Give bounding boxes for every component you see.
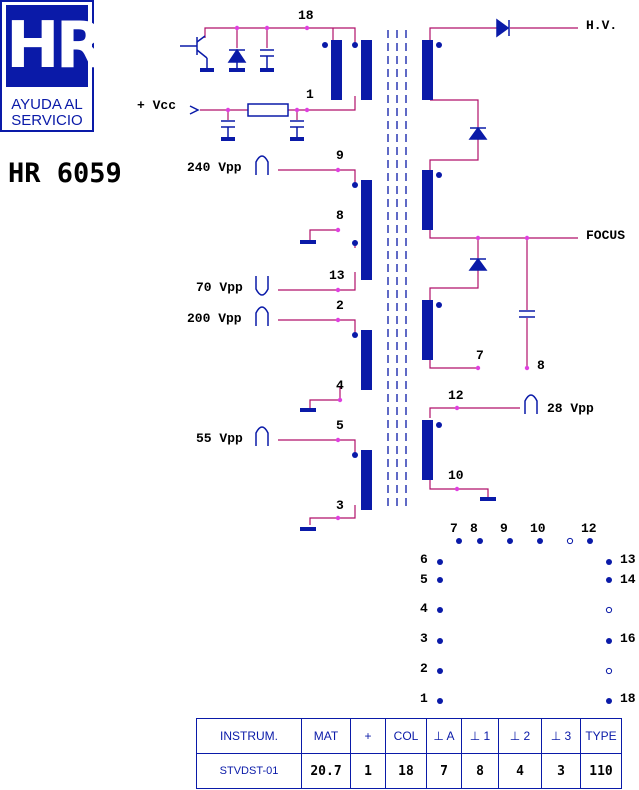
pinout-top-12: 12 bbox=[581, 521, 597, 536]
winding-primary-1 bbox=[331, 40, 342, 100]
logo-tagline-2: SERVICIO bbox=[11, 112, 83, 129]
model-title: HR 6059 bbox=[8, 158, 122, 189]
pinout-right-14: 14 bbox=[620, 572, 636, 587]
vcc-label: + Vcc bbox=[137, 98, 176, 113]
spec-value-ground-2: 4 bbox=[498, 753, 542, 789]
transformer-core bbox=[387, 30, 407, 510]
spec-value-ground-a: 7 bbox=[426, 753, 462, 789]
hv-label: H.V. bbox=[586, 18, 617, 33]
winding-hv-3 bbox=[422, 300, 433, 360]
winding-5-3 bbox=[361, 450, 372, 510]
flyback-schematic: 18 1 + Vcc H.V. FOCUS 240 Vpp 70 Vpp 200… bbox=[137, 8, 636, 706]
pin-8-label: 8 bbox=[336, 208, 344, 223]
windings bbox=[200, 40, 496, 531]
pin-2-label: 2 bbox=[336, 298, 344, 313]
spec-table-value-row: STVDST-01 20.7 1 18 7 8 4 3 110 bbox=[196, 753, 622, 789]
pulse-70-label: 70 Vpp bbox=[196, 280, 243, 295]
spec-header-plus: + bbox=[350, 718, 386, 754]
pulse-55-label: 55 Vpp bbox=[196, 431, 243, 446]
spec-table-header-row: INSTRUM. MAT + COL ⊥ A ⊥ 1 ⊥ 2 ⊥ 3 TYPE bbox=[196, 718, 622, 754]
pinout-left-1: 1 bbox=[420, 691, 428, 706]
winding-primary-2 bbox=[361, 40, 372, 100]
pinout-left-3: 3 bbox=[420, 631, 428, 646]
pinout-left-5: 5 bbox=[420, 572, 428, 587]
pin-5-label: 5 bbox=[336, 418, 344, 433]
winding-2-4 bbox=[361, 330, 372, 390]
spec-table: INSTRUM. MAT + COL ⊥ A ⊥ 1 ⊥ 2 ⊥ 3 TYPE … bbox=[196, 718, 622, 789]
spec-header-ground-a: ⊥ A bbox=[426, 718, 462, 754]
pin-10-label: 10 bbox=[448, 468, 464, 483]
pinout-top-10: 10 bbox=[530, 521, 546, 536]
spec-value-mat: 20.7 bbox=[301, 753, 351, 789]
pinout-top-8: 8 bbox=[470, 521, 478, 536]
pin-13-label: 13 bbox=[329, 268, 345, 283]
pinout-top-7: 7 bbox=[450, 521, 458, 536]
spec-value-plus: 1 bbox=[350, 753, 386, 789]
spec-header-ground-2: ⊥ 2 bbox=[498, 718, 542, 754]
spec-header-instrum: INSTRUM. bbox=[196, 718, 302, 754]
pin-8b-label: 8 bbox=[537, 358, 545, 373]
components bbox=[180, 18, 538, 446]
logo-tagline-1: AYUDA AL bbox=[11, 96, 83, 113]
pin-18-label: 18 bbox=[298, 8, 314, 23]
pin-3-label: 3 bbox=[336, 498, 344, 513]
spec-value-col: 18 bbox=[385, 753, 427, 789]
pinout-left-6: 6 bbox=[420, 552, 428, 567]
spec-value-type: 110 bbox=[580, 753, 622, 789]
winding-12-10 bbox=[422, 420, 433, 480]
logo: HR AYUDA AL SERVICIO bbox=[0, 0, 105, 132]
spec-value-ground-1: 8 bbox=[461, 753, 499, 789]
focus-label: FOCUS bbox=[586, 228, 625, 243]
pinout-right-16: 16 bbox=[620, 631, 636, 646]
pulse-28-label: 28 Vpp bbox=[547, 401, 594, 416]
junctions bbox=[225, 25, 530, 521]
spec-header-ground-3: ⊥ 3 bbox=[541, 718, 581, 754]
winding-hv-1 bbox=[422, 40, 433, 100]
pinout-right-18: 18 bbox=[620, 691, 636, 706]
spec-header-mat: MAT bbox=[301, 718, 351, 754]
pinout-right-13: 13 bbox=[620, 552, 636, 567]
pulse-200-label: 200 Vpp bbox=[187, 311, 242, 326]
pulse-240-label: 240 Vpp bbox=[187, 160, 242, 175]
spec-header-col: COL bbox=[385, 718, 427, 754]
winding-9-13 bbox=[361, 180, 372, 280]
spec-value-instrum: STVDST-01 bbox=[196, 753, 302, 789]
pin-9-label: 9 bbox=[336, 148, 344, 163]
spec-value-ground-3: 3 bbox=[541, 753, 581, 789]
pin-4-label: 4 bbox=[336, 378, 344, 393]
pin-12-label: 12 bbox=[448, 388, 464, 403]
pinout-left-2: 2 bbox=[420, 661, 428, 676]
pinout-left-4: 4 bbox=[420, 601, 428, 616]
winding-hv-2 bbox=[422, 170, 433, 230]
pinout-top-9: 9 bbox=[500, 521, 508, 536]
pin-7-label: 7 bbox=[476, 348, 484, 363]
spec-header-ground-1: ⊥ 1 bbox=[461, 718, 499, 754]
spec-header-type: TYPE bbox=[580, 718, 622, 754]
pin-1-label: 1 bbox=[306, 87, 314, 102]
pinout-diagram: 7 8 9 10 12 6 5 4 3 2 1 13 14 16 18 bbox=[420, 521, 636, 706]
